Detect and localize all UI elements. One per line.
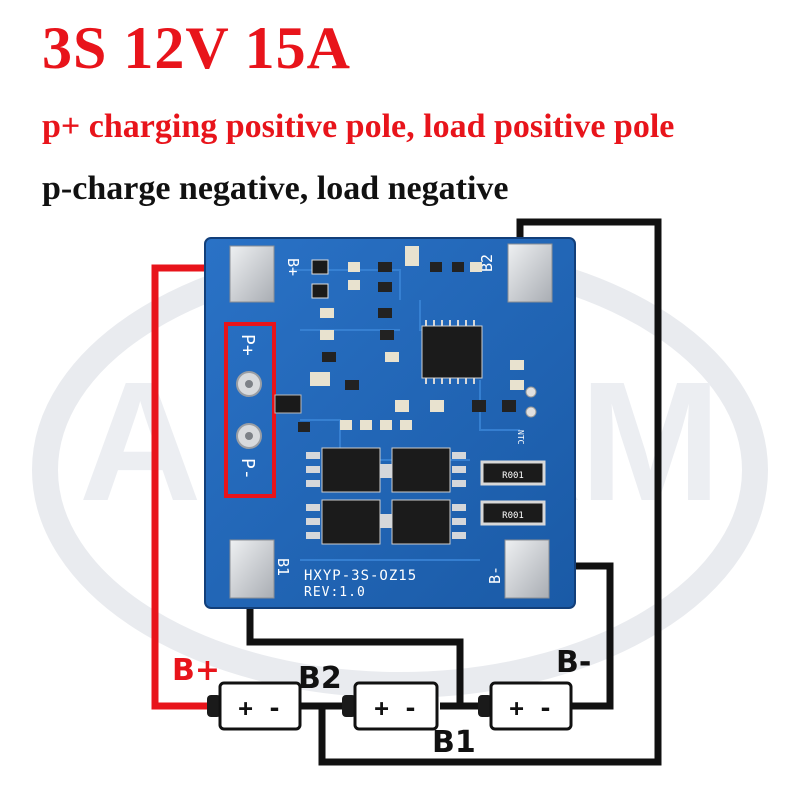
silk-p-plus: P+ <box>237 334 258 356</box>
pcb-board: B+ B2 B1 B- P+ P- <box>204 237 576 609</box>
wire-b1 <box>246 600 464 706</box>
shunt-resistor-1 <box>480 460 546 486</box>
label-b1: B1 <box>432 725 476 760</box>
page-title: 3S 12V 15A <box>42 15 351 81</box>
terminal-p-minus-center <box>245 432 253 440</box>
negative-pole-note: p-charge negative, load negative <box>42 170 509 207</box>
mosfet-array <box>306 447 466 545</box>
silk-revision: REV:1.0 <box>304 585 366 600</box>
shunt-resistor-2-label: R001 <box>502 511 524 521</box>
mosfet-4 <box>391 499 451 545</box>
pad-b2 <box>507 243 553 303</box>
pad-b-minus <box>504 539 550 599</box>
wire-b-plus <box>151 264 215 710</box>
silk-p-minus: P- <box>237 458 258 480</box>
pad-b-plus <box>229 245 275 303</box>
wire-b-minus <box>548 562 614 710</box>
battery-cells: + - + - + - <box>207 681 573 731</box>
silk-b-plus: B+ <box>284 258 302 276</box>
silk-model: HXYP-3S-OZ15 <box>304 568 417 584</box>
shunt-resistor-1-label: R001 <box>502 471 524 481</box>
label-b-minus: B- <box>556 645 591 680</box>
bms-ic-chip <box>421 320 483 384</box>
label-b-plus: B+ <box>172 653 220 688</box>
label-b2: B2 <box>298 661 342 696</box>
shunt-resistor-2 <box>480 500 546 526</box>
silk-b1: B1 <box>274 558 292 576</box>
cell-3-polarity: + - <box>509 694 552 722</box>
cell-1-polarity: + - <box>238 694 281 722</box>
pad-b1 <box>229 539 275 599</box>
wire-bottom-loop <box>318 706 662 766</box>
silk-b2: B2 <box>478 254 496 272</box>
terminal-p-plus-center <box>245 380 253 388</box>
mosfet-2 <box>391 447 451 493</box>
battery-cell-1: + - <box>207 681 302 731</box>
smd-components <box>274 246 537 432</box>
output-terminal-highlight <box>224 322 276 498</box>
silk-ntc: NTC <box>516 430 525 445</box>
battery-cell-2: + - <box>342 681 439 731</box>
positive-pole-note: p+ charging positive pole, load positive… <box>42 108 675 145</box>
mosfet-3 <box>321 499 381 545</box>
mosfet-1 <box>321 447 381 493</box>
cell-2-polarity: + - <box>374 694 417 722</box>
silk-b-minus: B- <box>486 566 504 584</box>
battery-cell-3: + - <box>478 681 573 731</box>
